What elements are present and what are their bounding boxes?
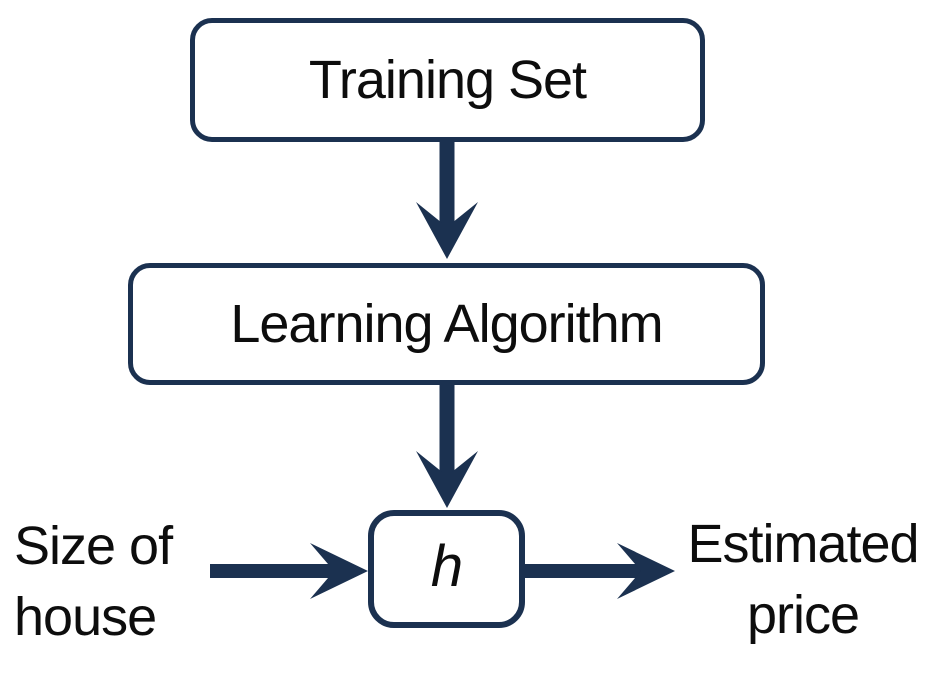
learning-algorithm-label: Learning Algorithm <box>230 294 663 354</box>
training-set-label: Training Set <box>308 50 587 110</box>
output-label: Estimated price <box>672 509 934 652</box>
down-arrow-algorithm-to-hypothesis-icon <box>416 385 478 508</box>
hypothesis-box: h <box>368 510 525 628</box>
hypothesis-label: h <box>430 533 463 599</box>
right-arrow-input-to-hypothesis-icon <box>210 543 368 599</box>
training-set-box: Training Set <box>190 18 705 142</box>
input-label-line1: Size of <box>14 516 173 576</box>
learning-algorithm-box: Learning Algorithm <box>128 263 765 385</box>
input-label-line2: house <box>14 587 157 648</box>
input-label: Size of house <box>14 511 173 654</box>
right-arrow-hypothesis-to-output-icon <box>525 543 675 599</box>
down-arrow-training-to-algorithm-icon <box>416 142 478 259</box>
output-label-line1: Estimated <box>687 514 919 574</box>
output-label-line2: price <box>746 585 860 646</box>
